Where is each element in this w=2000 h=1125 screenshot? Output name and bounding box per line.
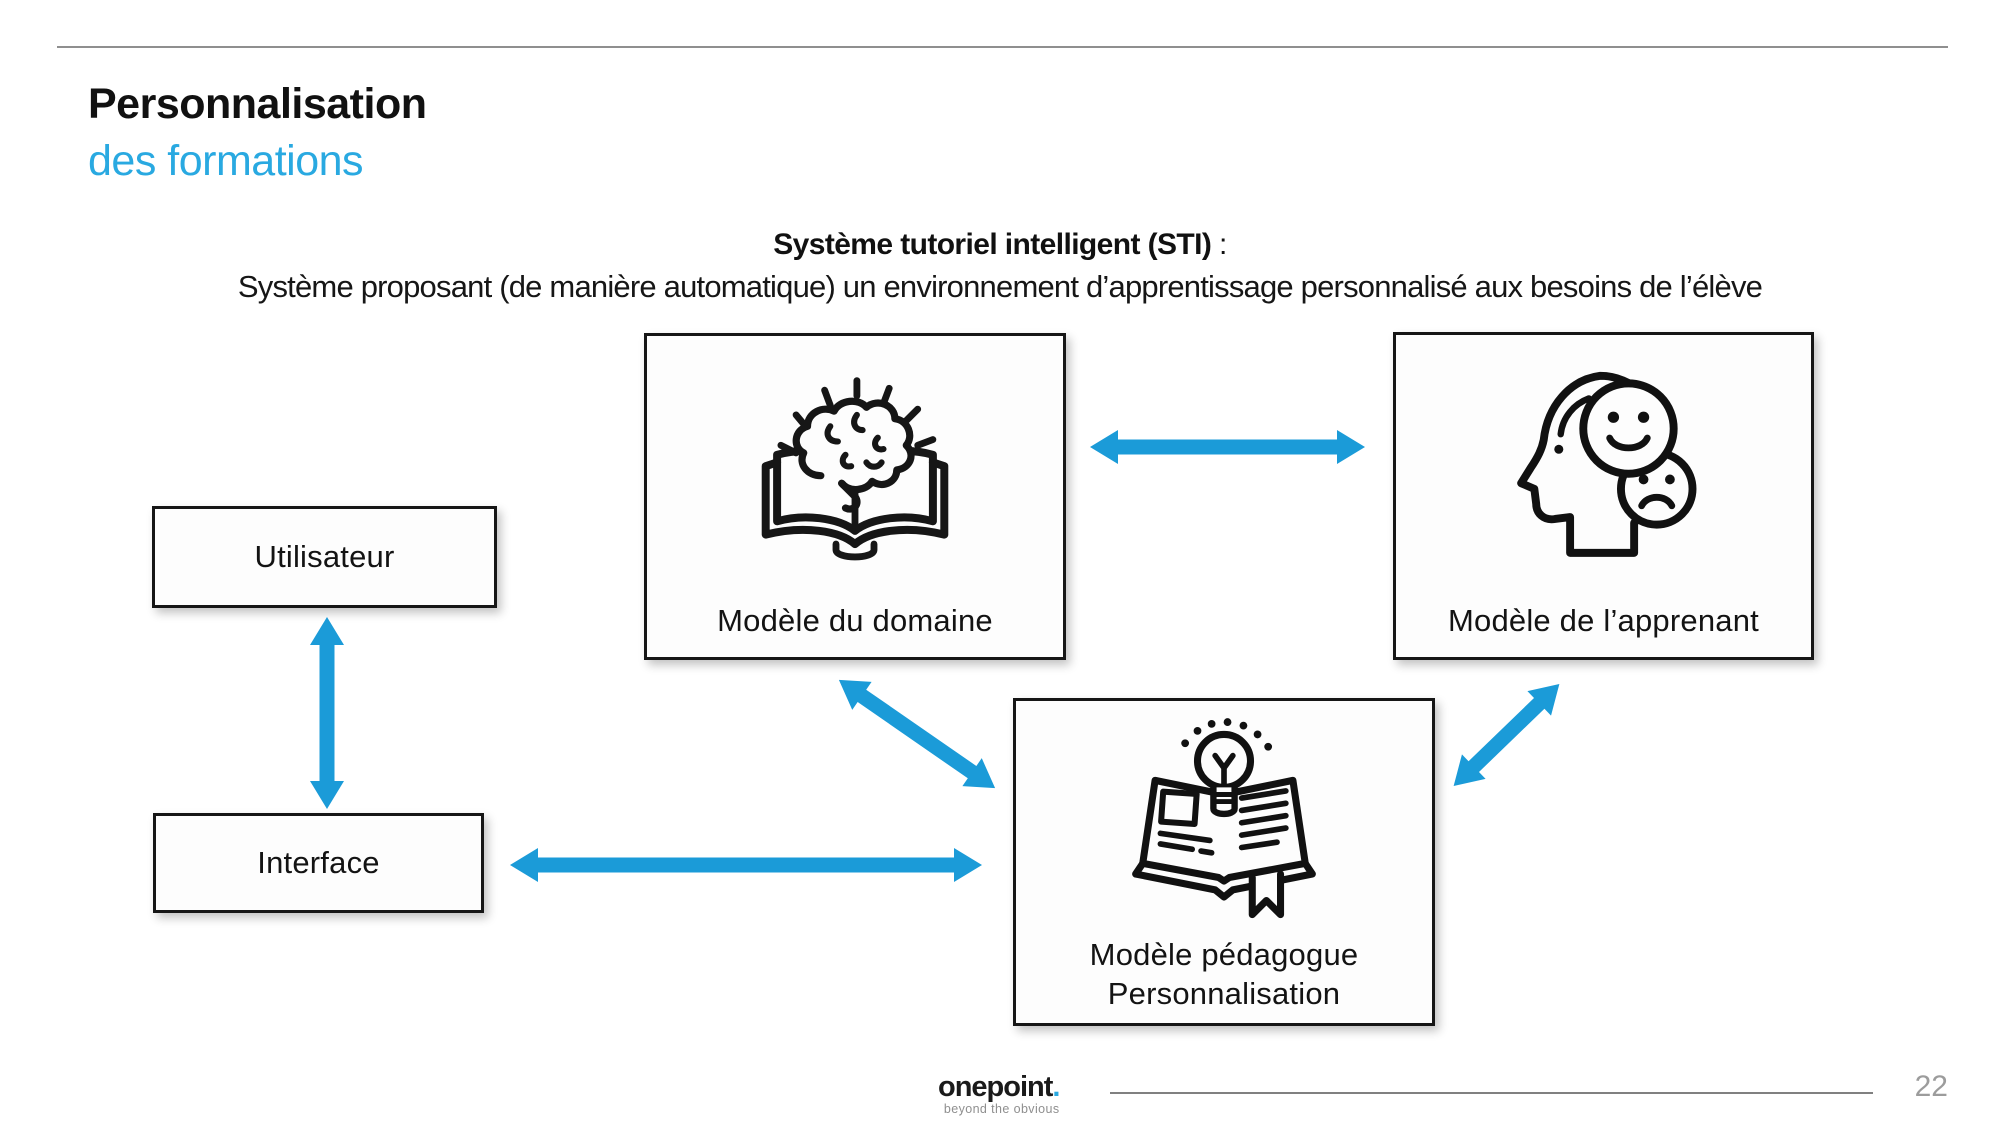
footer-divider-line — [1110, 1092, 1873, 1094]
box-utilisateur: Utilisateur — [152, 506, 497, 608]
box-interface: Interface — [153, 813, 484, 913]
arrow-domaine-apprenant — [1090, 430, 1365, 464]
arrow-utilisateur-interface — [310, 617, 344, 809]
book-lightbulb-icon — [1118, 715, 1330, 927]
box-modele-apprenant-label: Modèle de l’apprenant — [1448, 603, 1759, 638]
brain-book-icon — [741, 356, 969, 584]
box-modele-apprenant: Modèle de l’apprenant — [1393, 332, 1814, 660]
onepoint-logo: onepoint. beyond the obvious — [938, 1071, 1060, 1116]
sti-heading: Système tutoriel intelligent (STI) : — [0, 228, 2000, 262]
box-modele-domaine: Modèle du domaine — [644, 333, 1066, 660]
box-interface-label: Interface — [257, 845, 380, 880]
onepoint-logo-text: onepoint. — [938, 1071, 1060, 1103]
head-emotions-icon — [1491, 357, 1717, 583]
box-utilisateur-label: Utilisateur — [254, 539, 395, 574]
sti-heading-bold: Système tutoriel intelligent (STI) — [773, 228, 1212, 261]
sti-description: Système proposant (de manière automatiqu… — [237, 269, 1763, 304]
box-modele-pedagogue-labels: Modèle pédagogue Personnalisation — [1016, 935, 1432, 1013]
box-modele-pedagogue-label-1: Modèle pédagogue — [1089, 937, 1359, 972]
sti-heading-colon: : — [1211, 228, 1227, 261]
slide-title: Personnalisation — [88, 80, 427, 128]
box-modele-domaine-label: Modèle du domaine — [717, 603, 993, 638]
arrow-pedagogue-apprenant — [1453, 683, 1560, 787]
box-modele-pedagogue: Modèle pédagogue Personnalisation — [1013, 698, 1435, 1026]
arrow-domaine-pedagogue — [838, 679, 996, 789]
logo-blue-dot: . — [1052, 1071, 1060, 1103]
top-divider-line — [57, 46, 1948, 48]
box-modele-pedagogue-label-2: Personnalisation — [1107, 976, 1341, 1011]
slide-subtitle: des formations — [88, 137, 364, 185]
onepoint-logo-tagline: beyond the obvious — [943, 1102, 1060, 1116]
page-number: 22 — [1914, 1070, 1948, 1103]
arrow-interface-pedagogue — [510, 848, 982, 882]
